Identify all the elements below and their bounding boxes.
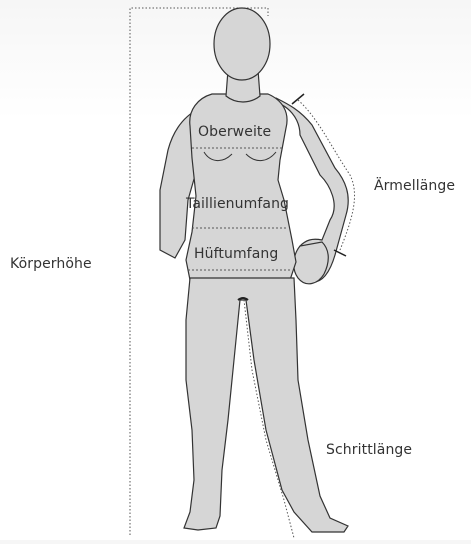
arm-length-tick-top (292, 94, 304, 104)
bust-label: Oberweite (198, 124, 271, 140)
inseam-label: Schrittlänge (326, 442, 412, 458)
hip-label: Hüftumfang (194, 246, 278, 262)
head-shape (214, 8, 270, 80)
arm-length-label: Ärmellänge (374, 178, 455, 194)
waist-label: Taillienumfang (186, 196, 289, 212)
legs-shape (184, 278, 348, 532)
body-height-label: Körperhöhe (10, 256, 92, 272)
